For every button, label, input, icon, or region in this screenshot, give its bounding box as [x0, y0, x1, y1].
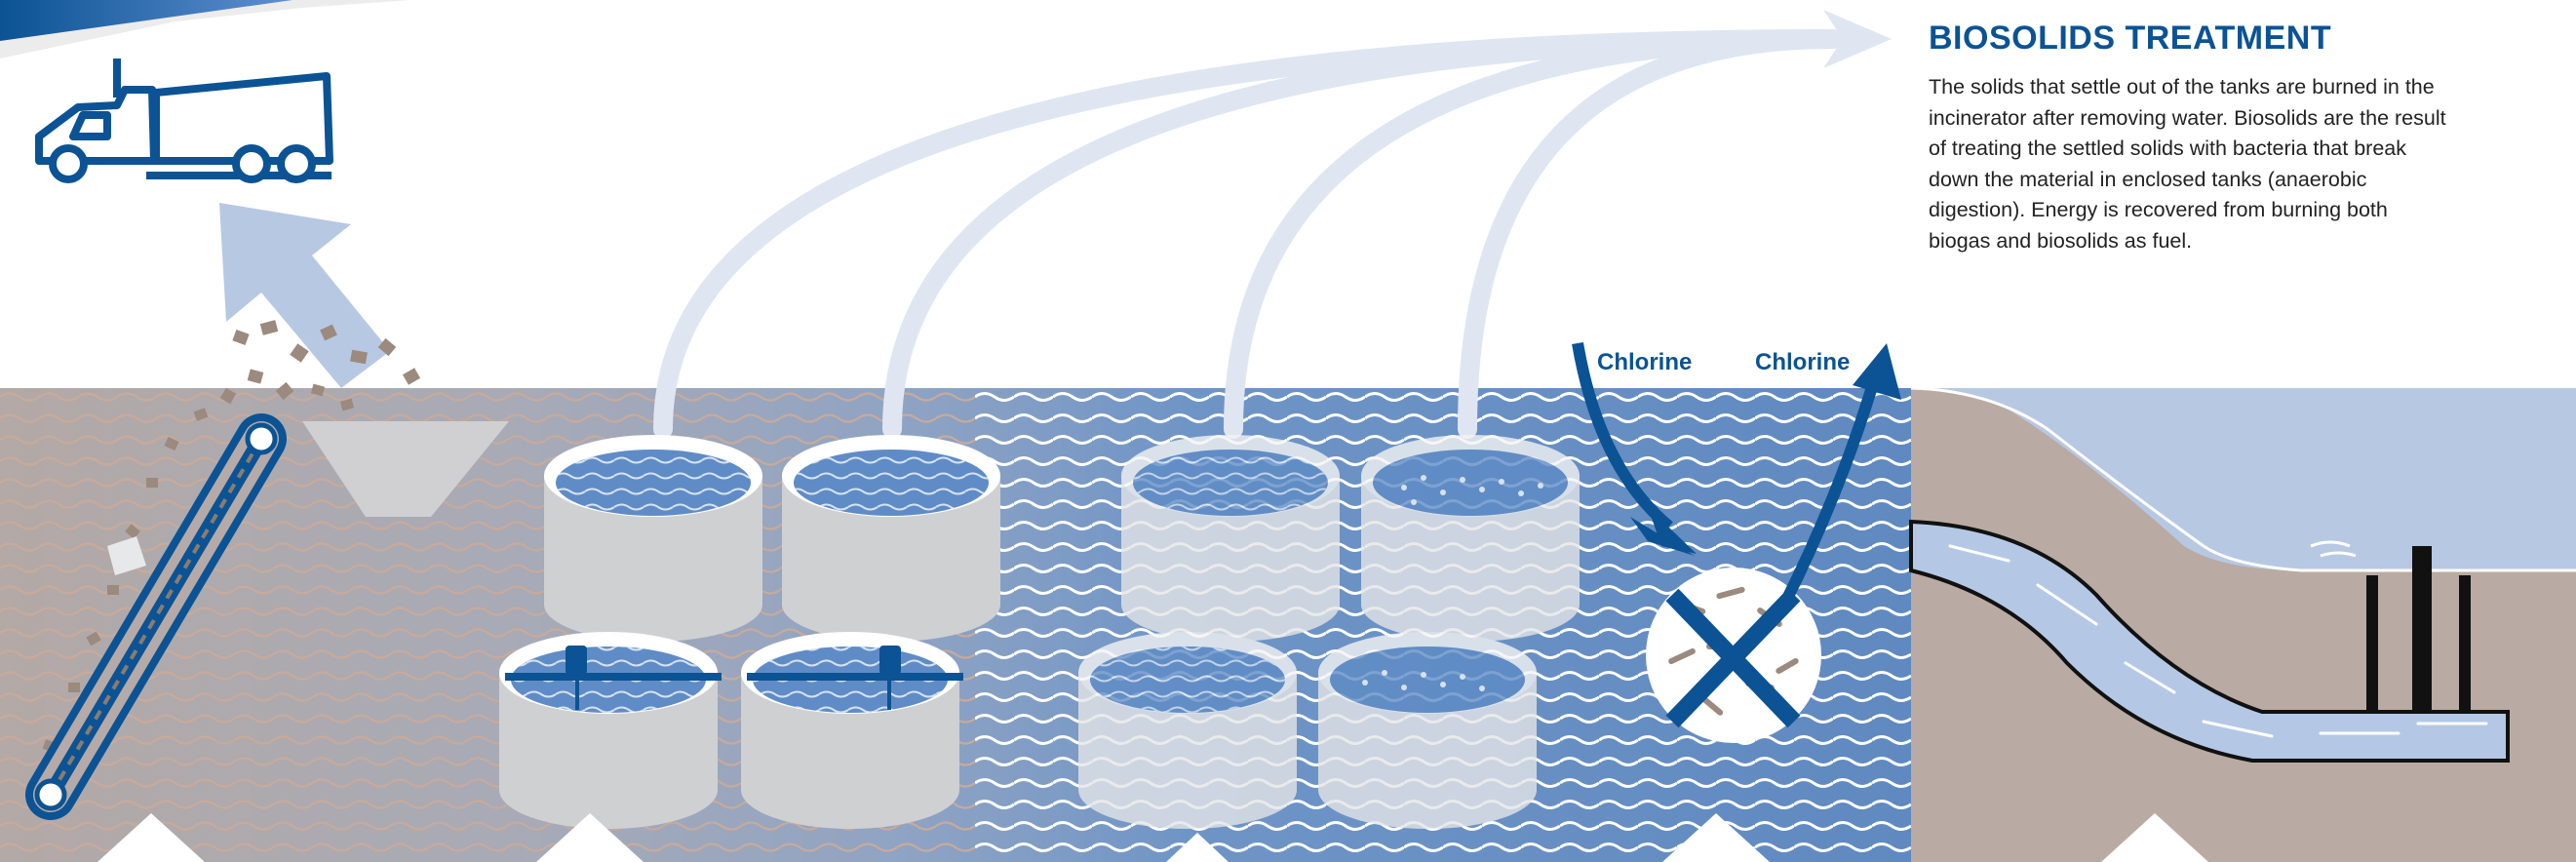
- section-description: The solids that settle out of the tanks …: [1929, 72, 2455, 256]
- chlorine-in-label: Chlorine: [1597, 349, 1692, 376]
- chlorine-out-label: Chlorine: [1755, 349, 1850, 376]
- dump-truck-icon: [39, 59, 332, 179]
- section-title: BIOSOLIDS TREATMENT: [1929, 20, 2331, 58]
- outfall-panel: [1911, 388, 2576, 862]
- header-ribbon: [0, 0, 410, 59]
